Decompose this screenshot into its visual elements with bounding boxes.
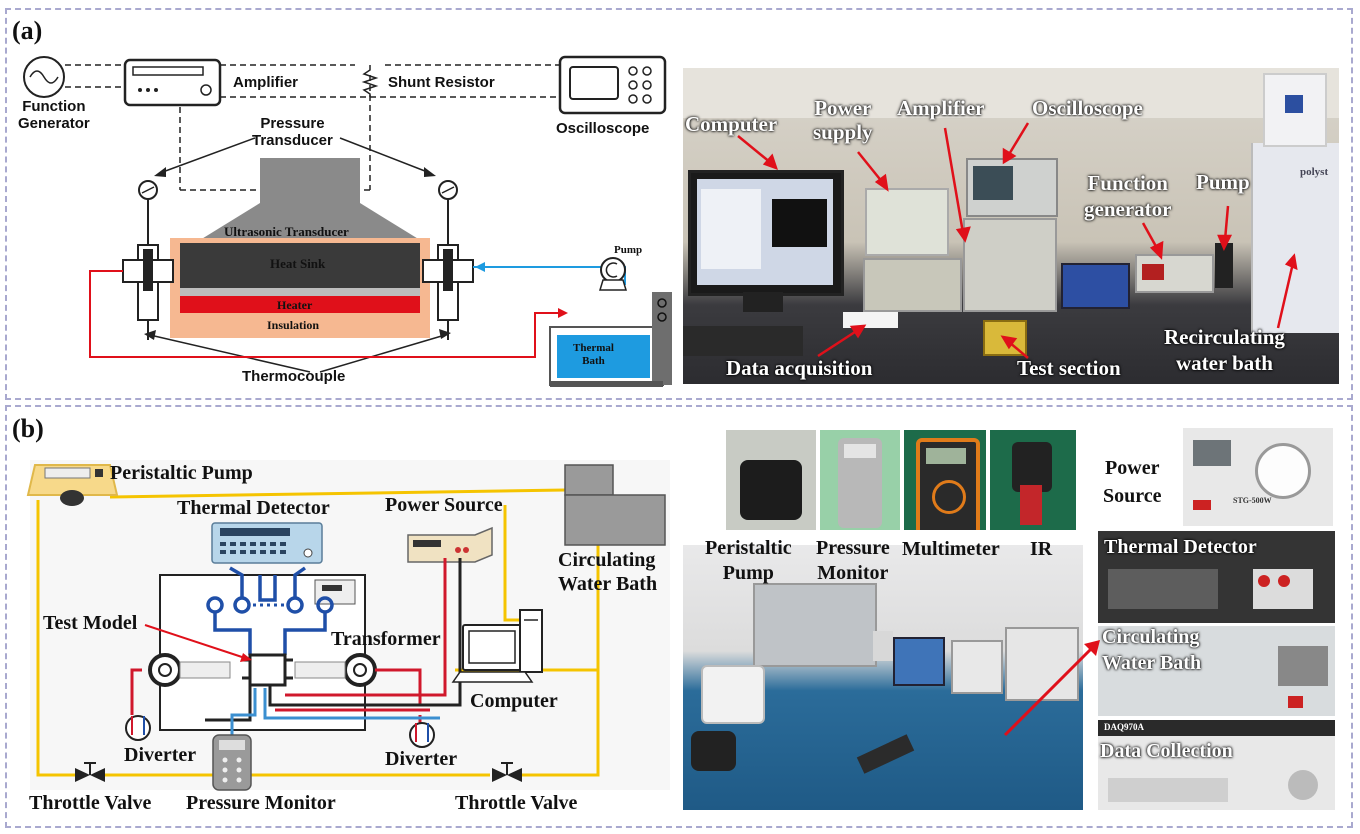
- ultrasonic-transducer-label: Ultrasonic Transducer: [224, 224, 349, 239]
- pressure-monitor-label: Pressure Monitor: [186, 792, 336, 814]
- photo-a-power-supply-label: Power supply: [813, 96, 873, 144]
- heat-sink-label: Heat Sink: [270, 256, 326, 271]
- fitting-right: [422, 244, 474, 321]
- peristaltic-pump-icon: [26, 464, 119, 506]
- test-model-label: Test Model: [43, 612, 138, 634]
- panel-a-label: (a): [12, 16, 43, 45]
- photo-a-data-acquisition-label: Data acquisition: [726, 356, 873, 380]
- photo-b-arrow: [1003, 640, 1100, 737]
- circulating-water-bath-label: Circulating Water Bath: [558, 549, 658, 595]
- transformer-right: [294, 653, 377, 687]
- photo-pressure-monitor: [820, 430, 900, 530]
- pump-icon: [598, 257, 628, 291]
- panel-b: [5, 405, 1353, 828]
- schematic-a: [23, 55, 672, 387]
- diverter-right-icon: [409, 722, 435, 748]
- photo-a-test-section-label: Test section: [1017, 356, 1121, 380]
- pressure-transducer-label: Pressure Transducer: [252, 115, 333, 149]
- photo-a-computer-label: Computer: [685, 112, 778, 136]
- photo-b-data-collection-label: Data Collection: [1100, 740, 1233, 762]
- panel-b-label: (b): [12, 414, 44, 443]
- ultrasonic-transducer-shape: [200, 203, 420, 240]
- function-generator-label: Function Generator: [18, 98, 90, 132]
- throttle-valve-left-label: Throttle Valve: [29, 792, 152, 814]
- circulating-water-bath-icon: [564, 464, 666, 546]
- throttle-valve-right-label: Throttle Valve: [455, 792, 578, 814]
- photo-data-collection: DAQ970A: [1098, 720, 1335, 810]
- amplifier-icon: [123, 58, 222, 107]
- power-source-label: Power Source: [385, 494, 503, 516]
- lab-photo-a: polyst: [683, 68, 1339, 384]
- photo-b-peristaltic-label: Peristaltic Pump: [705, 537, 792, 584]
- photo-b-power-source-label: Power Source: [1103, 457, 1162, 507]
- photo-b-thermal-detector-label: Thermal Detector: [1104, 536, 1257, 558]
- amplifier-unit: [963, 218, 1057, 312]
- computer-label: Computer: [470, 690, 558, 712]
- photo-a-pump-label: Pump: [1196, 170, 1250, 194]
- insulation-label: Insulation: [267, 318, 320, 332]
- shunt-resistor-label: Shunt Resistor: [388, 74, 495, 91]
- photo-a-recirculating-label: Recirculating water bath: [1164, 325, 1285, 375]
- diverter-right-label: Diverter: [385, 748, 458, 770]
- pump-unit: [1215, 243, 1233, 288]
- photo-a-arrows: [737, 122, 1298, 359]
- diverter-left-icon: [125, 715, 151, 741]
- amplifier-label: Amplifier: [233, 74, 299, 91]
- oscilloscope-label: Oscilloscope: [556, 120, 650, 137]
- thermal-bath-icon: [549, 292, 672, 387]
- thermal-detector-icon: [211, 522, 323, 564]
- photo-power-source: STG-500W: [1183, 428, 1333, 526]
- thermocouple-label: Thermocouple: [242, 368, 346, 385]
- panel-a: [5, 8, 1353, 400]
- transformer-label: Transformer: [331, 628, 441, 650]
- photo-peristaltic-pump: [726, 430, 816, 530]
- function-generator-unit: [1135, 254, 1214, 293]
- photo-a-function-generator-label: Function generator: [1084, 171, 1172, 221]
- fitting-left: [122, 244, 174, 321]
- photo-b-circulating-label: Circulating Water Bath: [1102, 626, 1202, 674]
- transformer-left: [148, 653, 231, 687]
- thermal-bath-label: Thermal Bath: [573, 342, 614, 367]
- power-supply-unit: [865, 188, 949, 256]
- thermal-detector-label: Thermal Detector: [177, 497, 330, 519]
- photo-b-multimeter-label: Multimeter: [902, 538, 1000, 560]
- pump-label: Pump: [614, 244, 643, 256]
- photo-ir-camera: [990, 430, 1076, 530]
- oscilloscope-unit: [966, 158, 1058, 217]
- data-collection-model-text: DAQ970A: [1104, 722, 1144, 732]
- photo-thermal-detector: [1098, 531, 1335, 623]
- throttle-valve-right-icon: [492, 762, 522, 782]
- power-source-icon: [407, 526, 493, 563]
- computer-icon: [451, 609, 543, 683]
- diverter-left-label: Diverter: [124, 744, 197, 766]
- schematic-b: [26, 460, 670, 791]
- photo-a-amplifier-label: Amplifier: [897, 96, 985, 120]
- pressure-monitor-icon: [212, 734, 252, 791]
- heater-block: [180, 296, 420, 313]
- photo-a-oscilloscope-label: Oscilloscope: [1032, 96, 1143, 120]
- photo-circulating-bath: [1098, 626, 1335, 716]
- photo-b-pressure-label: Pressure Monitor: [816, 537, 890, 584]
- heat-sink-block: [180, 243, 420, 288]
- oscilloscope-icon: [558, 55, 667, 115]
- throttle-valve-left-icon: [75, 762, 105, 782]
- photo-b-ir-label: IR: [1030, 538, 1053, 560]
- photo-multimeter: [904, 430, 986, 530]
- heater-label: Heater: [277, 298, 313, 312]
- test-model-block: [248, 653, 287, 687]
- water-bath-brand: polyst: [1300, 166, 1329, 178]
- photo-b-bench: [683, 545, 1083, 810]
- peristaltic-pump-label: Peristaltic Pump: [110, 462, 253, 484]
- shunt-resistor-symbol: [361, 65, 379, 97]
- water-bath-unit: [1251, 73, 1339, 333]
- power-source-model-text: STG-500W: [1233, 496, 1272, 505]
